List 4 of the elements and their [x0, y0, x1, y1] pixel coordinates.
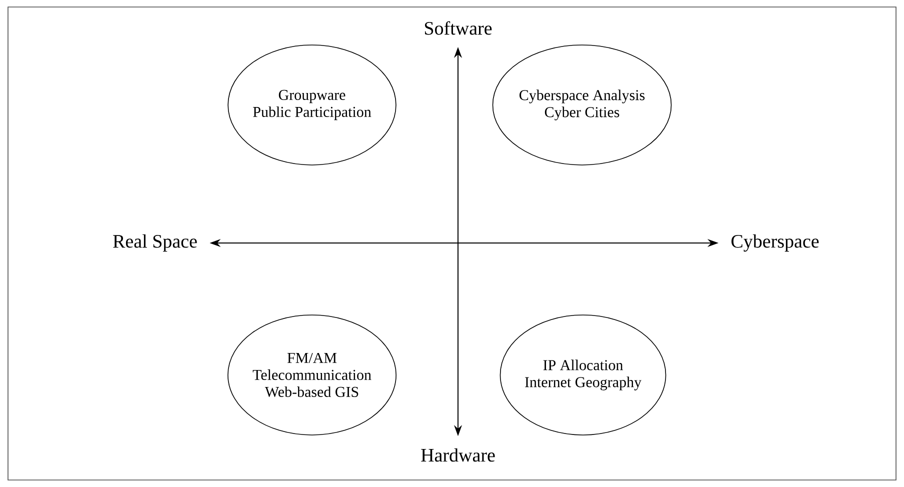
axis-label: Cyberspace [731, 234, 819, 252]
axis-label: Real Space [113, 234, 197, 252]
axis-label: Software [424, 21, 492, 35]
axis-label: Hardware [421, 448, 495, 462]
